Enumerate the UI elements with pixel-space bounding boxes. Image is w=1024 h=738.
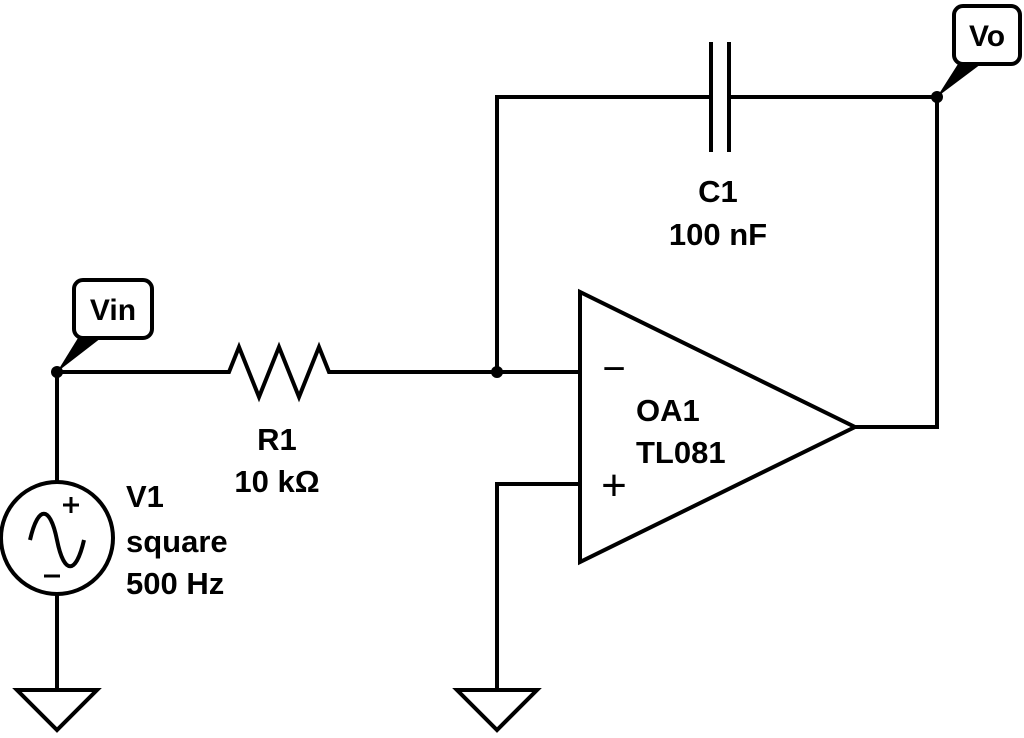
sine-source-icon [0, 480, 115, 596]
opamp-icon [578, 288, 860, 566]
v1-waveform: square [126, 524, 228, 559]
ground-icon [452, 688, 542, 733]
c1-ref: C1 [698, 174, 738, 209]
net-label-vin: Vin [57, 278, 154, 372]
net-label-vo: Vo [937, 4, 1022, 97]
opamp-minus-symbol: − [602, 347, 625, 391]
junction-dot [491, 366, 503, 378]
wires [55, 95, 939, 692]
resistor-icon [216, 341, 340, 403]
r1-value: 10 kΩ [234, 464, 319, 499]
opamp-plus-symbol: + [601, 461, 627, 510]
r1-ref: R1 [257, 422, 297, 457]
ground-icon [12, 688, 102, 733]
c1-value: 100 nF [669, 217, 767, 252]
net-label-vin-text: Vin [90, 294, 136, 327]
oa1-part: TL081 [636, 435, 726, 470]
capacitor-icon [709, 42, 731, 152]
net-label-vo-text: Vo [969, 20, 1005, 53]
v1-ref: V1 [126, 479, 164, 514]
oa1-ref: OA1 [636, 393, 700, 428]
v1-frequency: 500 Hz [126, 566, 224, 601]
